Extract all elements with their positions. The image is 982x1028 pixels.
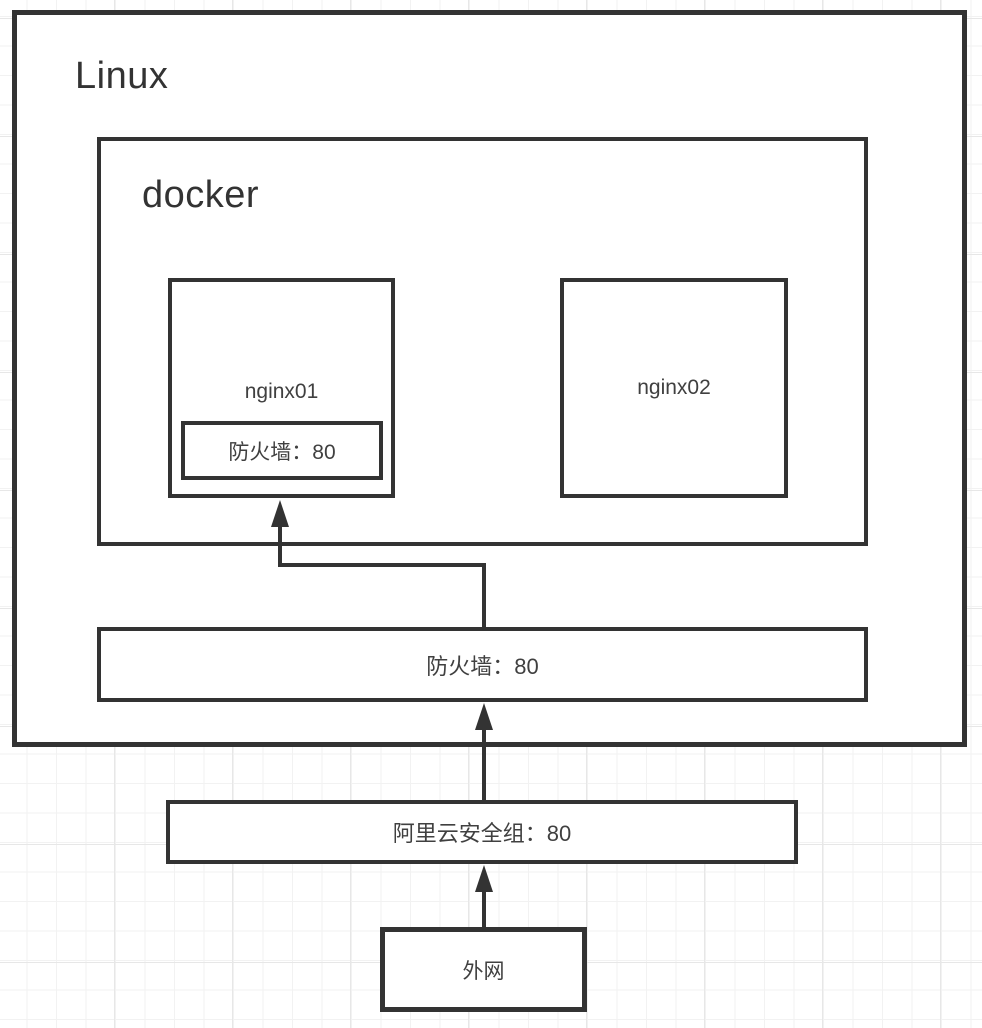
nginx01-firewall-port-label: 防火墙：80 [228,440,336,464]
aliyun-security-group-label: 阿里云安全组：80 [392,821,572,846]
docker-box: docker nginx01 防火墙：80 nginx02 [97,137,868,546]
docker-label: docker [142,174,260,216]
external-network-label: 外网 [462,959,505,983]
host-firewall-port-box: 防火墙：80 [97,627,868,702]
nginx02-container-box: nginx02 [560,278,788,498]
linux-host-label: Linux [75,55,169,97]
host-firewall-port-label: 防火墙：80 [426,653,539,679]
nginx02-label: nginx02 [637,376,711,399]
nginx01-firewall-port-box: 防火墙：80 [181,421,383,480]
nginx01-container-box: nginx01 防火墙：80 [168,278,395,498]
linux-host-box: Linux docker nginx01 防火墙：80 nginx02 防火墙：… [12,10,967,747]
arrow-internet-to-security-group [475,865,493,928]
aliyun-security-group-box: 阿里云安全组：80 [166,800,798,864]
external-network-box: 外网 [380,927,587,1012]
nginx01-label: nginx01 [244,380,319,403]
